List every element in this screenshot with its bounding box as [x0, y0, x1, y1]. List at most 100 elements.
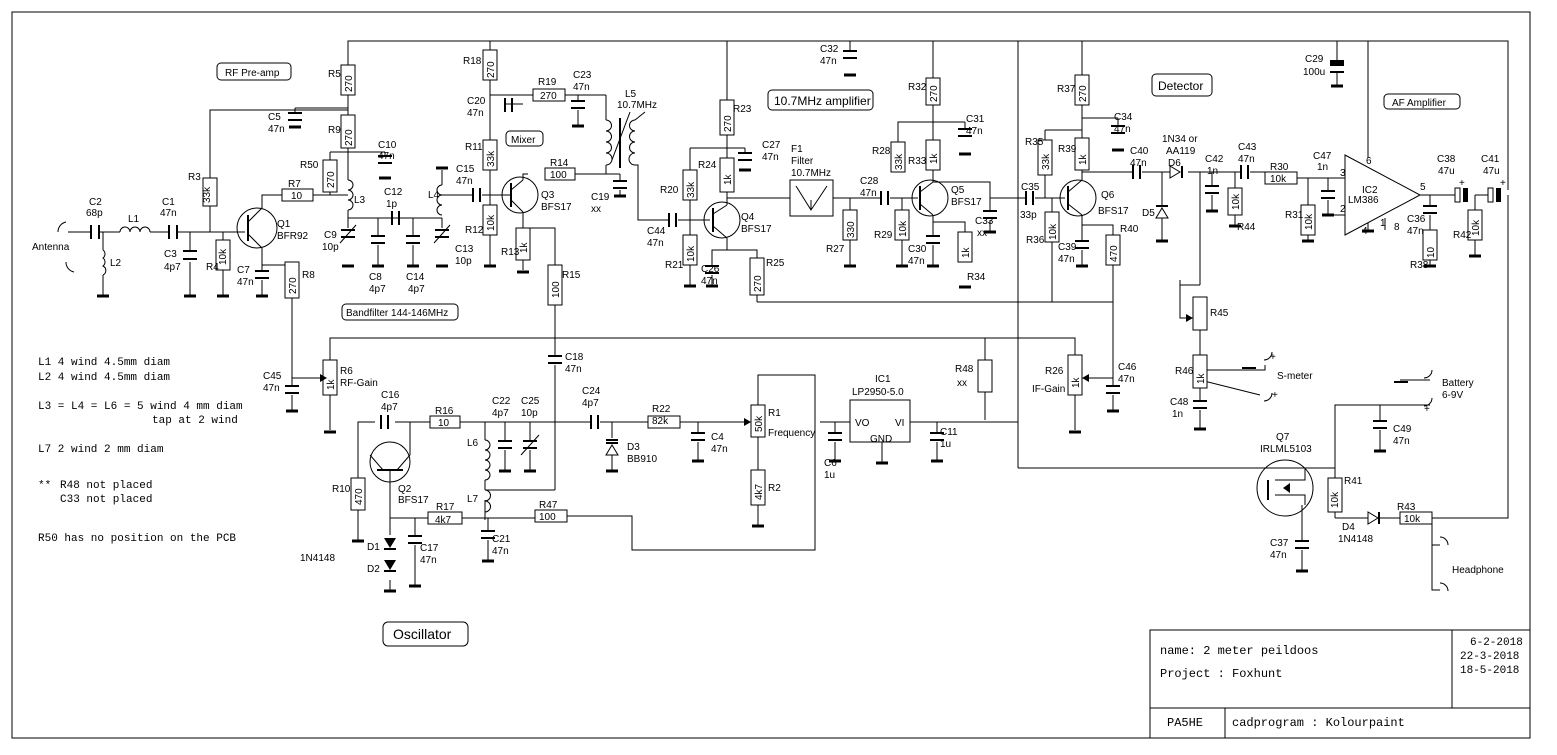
title-date-3: 18-5-2018	[1460, 665, 1519, 677]
filter-f1	[789, 179, 834, 217]
cap-c10	[378, 155, 392, 164]
cap-c48	[1193, 400, 1207, 409]
label-c10: C10	[378, 140, 397, 151]
label-c16v: 4p7	[381, 402, 398, 413]
cap-c21	[481, 530, 495, 539]
resistor-r29	[894, 209, 910, 241]
label-r27: R27	[826, 244, 845, 255]
label-r16v: 10	[438, 418, 450, 429]
label-c39: C39	[1058, 242, 1077, 253]
label-r37v: 270	[1078, 85, 1089, 102]
cap-c20	[504, 98, 513, 112]
cap-c1	[168, 225, 178, 239]
label-r42: R42	[1453, 230, 1472, 241]
label-c33v: xx	[977, 228, 987, 239]
label-c20v: 47n	[467, 108, 484, 119]
label-d4v: 1N4148	[1338, 534, 1373, 545]
diode-d6	[1169, 165, 1183, 179]
label-pin4: 4	[1362, 226, 1368, 237]
label-c10v: 47n	[378, 151, 395, 162]
resistor-r1	[750, 404, 766, 438]
label-l4: L4	[428, 190, 440, 201]
label-r44v: 10k	[1231, 193, 1242, 210]
label-q4: Q4	[741, 212, 755, 223]
label-c47v: 1n	[1317, 162, 1328, 173]
label-r16: R16	[435, 406, 454, 417]
label-r35v: 33k	[1041, 153, 1052, 170]
resistor-r40	[1105, 234, 1121, 266]
label-d3v: BB910	[627, 454, 657, 465]
label-c29v: 100u	[1303, 67, 1325, 78]
title-project: Project : Foxhunt	[1160, 667, 1282, 681]
label-c11: C11	[940, 427, 958, 438]
label-r15: R15	[562, 270, 581, 281]
label-plus: +	[1270, 352, 1276, 363]
resistor-r19	[532, 88, 566, 102]
label-c37v: 47n	[1270, 550, 1287, 561]
resistor-r24	[719, 157, 735, 193]
ic1-regulator	[849, 399, 911, 443]
label-c12: C12	[384, 187, 403, 198]
label-r41v: 10k	[1330, 491, 1341, 508]
label-plus: +	[1500, 178, 1506, 189]
resistor-r50	[322, 159, 338, 193]
label-r26v: 1k	[1071, 376, 1082, 388]
cap-c26	[705, 265, 719, 274]
antenna-jack	[57, 221, 75, 273]
label-r25v: 270	[753, 275, 764, 292]
resistor-r18	[482, 49, 498, 81]
note-r50: R50 has no position on the PCB	[38, 533, 236, 545]
cap-c36	[1423, 205, 1437, 214]
label-d6b: AA119	[1166, 146, 1196, 157]
cap-c8	[371, 235, 385, 244]
cap-c46	[1106, 385, 1120, 394]
label-r39: R39	[1058, 144, 1077, 155]
drawing-frame	[11, 11, 1531, 739]
label-f1a: Filter	[791, 156, 814, 167]
label-r34: R34	[967, 272, 986, 283]
resistor-r11	[482, 139, 498, 171]
cap-c4	[691, 432, 705, 441]
capacitors	[90, 50, 1501, 549]
resistor-r44	[1227, 187, 1243, 216]
label-c22v: 4p7	[492, 408, 509, 419]
label-c4: C4	[711, 432, 724, 443]
label-c31: C31	[966, 114, 985, 125]
label-r3: R3	[188, 172, 201, 183]
label-r20v: 33k	[686, 181, 697, 198]
label-r35: R35	[1025, 137, 1044, 148]
label-d2: D2	[367, 564, 380, 575]
label-r20: R20	[660, 185, 679, 196]
cap-c18	[548, 355, 562, 364]
label-q6v: BFS17	[1098, 206, 1129, 217]
label-vo: VO	[855, 418, 870, 429]
note-l1: L1 4 wind 4.5mm diam	[38, 357, 170, 369]
label-r17: R17	[436, 502, 455, 513]
resistor-r30	[1264, 171, 1298, 185]
label-af-amplifier: AF Amplifier	[1392, 98, 1447, 109]
label-r42v: 10k	[1471, 219, 1482, 236]
label-smeter: S-meter	[1277, 371, 1313, 382]
label-r41: R41	[1344, 476, 1363, 487]
cap-c28	[880, 191, 889, 205]
label-c1v: 47n	[160, 208, 177, 219]
note-l2: L2 4 wind 4.5mm diam	[38, 372, 170, 384]
resistor-r25	[749, 257, 765, 296]
label-r50: R50	[300, 160, 319, 171]
resistor-r35	[1037, 139, 1053, 176]
cap-c29	[1330, 60, 1344, 85]
resistor-r4	[215, 239, 231, 271]
resistor-r31	[1300, 204, 1316, 236]
label-c31v: 47n	[966, 126, 983, 137]
label-r6n: RF-Gain	[340, 378, 378, 389]
cap-c19	[613, 180, 627, 189]
label-c28v: 47n	[860, 188, 877, 199]
label-c36v: 47n	[1407, 226, 1424, 237]
label-c32: C32	[820, 44, 839, 55]
label-c45v: 47n	[263, 383, 280, 394]
label-r11: R11	[465, 142, 483, 153]
label-d1: D1	[367, 542, 380, 553]
cap-c15	[472, 188, 481, 202]
resistors	[202, 49, 1483, 525]
label-c37: C37	[1270, 538, 1289, 549]
